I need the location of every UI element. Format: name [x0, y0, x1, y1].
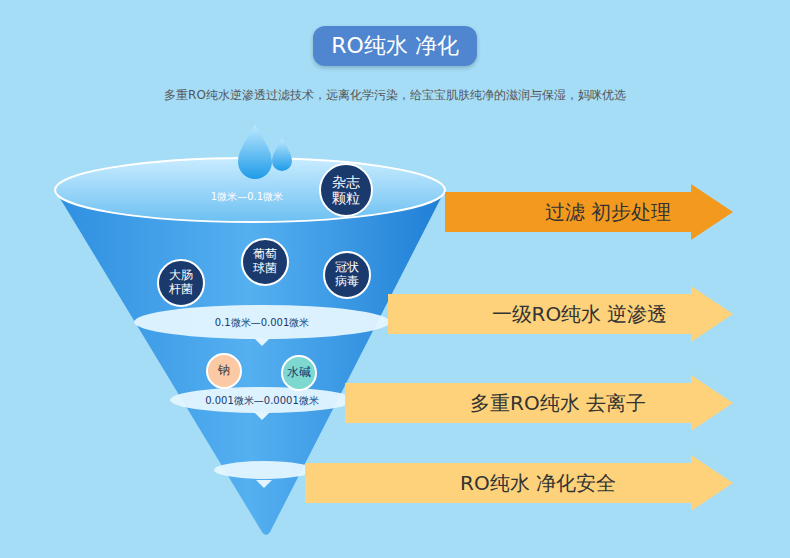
- water-drop: [272, 138, 292, 171]
- flow-mark: [256, 480, 272, 488]
- size-range: 1微米—0.1微米: [211, 190, 283, 204]
- stage-arrow: 多重RO纯水 去离子: [345, 375, 733, 431]
- arrow-label: 过滤 初步处理: [545, 199, 671, 226]
- filter-layer: [170, 387, 354, 413]
- circle-label: 钠: [210, 364, 238, 378]
- circle-label: 大肠 杆菌: [167, 269, 195, 297]
- flow-mark: [254, 338, 270, 346]
- water-drop: [238, 124, 272, 179]
- stage-arrow: 一级RO纯水 逆渗透: [388, 286, 733, 342]
- particle-circle: 大肠 杆菌: [157, 259, 205, 307]
- particle-circle: 杂志 颗粒: [319, 163, 373, 217]
- filter-layer: [134, 305, 390, 339]
- stage-arrow: 过滤 初步处理: [445, 184, 733, 240]
- arrow-shape: [305, 455, 733, 511]
- arrow-shape: [345, 375, 733, 431]
- circle-label: 葡萄 球菌: [251, 248, 279, 276]
- size-range: 0.001微米—0.0001微米: [205, 394, 319, 408]
- circle-label: 水碱: [285, 366, 313, 380]
- title-box: RO纯水 净化: [313, 26, 477, 66]
- particle-circle: 冠状 病毒: [323, 251, 371, 299]
- arrow-shape: [388, 286, 733, 342]
- size-range: 0.1微米—0.001微米: [215, 316, 310, 330]
- arrow-label: 多重RO纯水 去离子: [470, 390, 646, 417]
- flow-mark: [254, 412, 270, 420]
- circle-label: 杂志 颗粒: [330, 174, 362, 206]
- filter-layer: [214, 461, 314, 479]
- arrow-label: RO纯水 净化安全: [460, 470, 616, 497]
- arrow-label: 一级RO纯水 逆渗透: [492, 301, 668, 328]
- subtitle: 多重RO纯水逆渗透过滤技术，远离化学污染，给宝宝肌肤纯净的滋润与保湿，妈咪优选: [164, 87, 626, 104]
- particle-circle: 葡萄 球菌: [241, 238, 289, 286]
- stage-arrow: RO纯水 净化安全: [305, 455, 733, 511]
- circle-label: 冠状 病毒: [333, 261, 361, 289]
- arrow-shape: [445, 184, 733, 240]
